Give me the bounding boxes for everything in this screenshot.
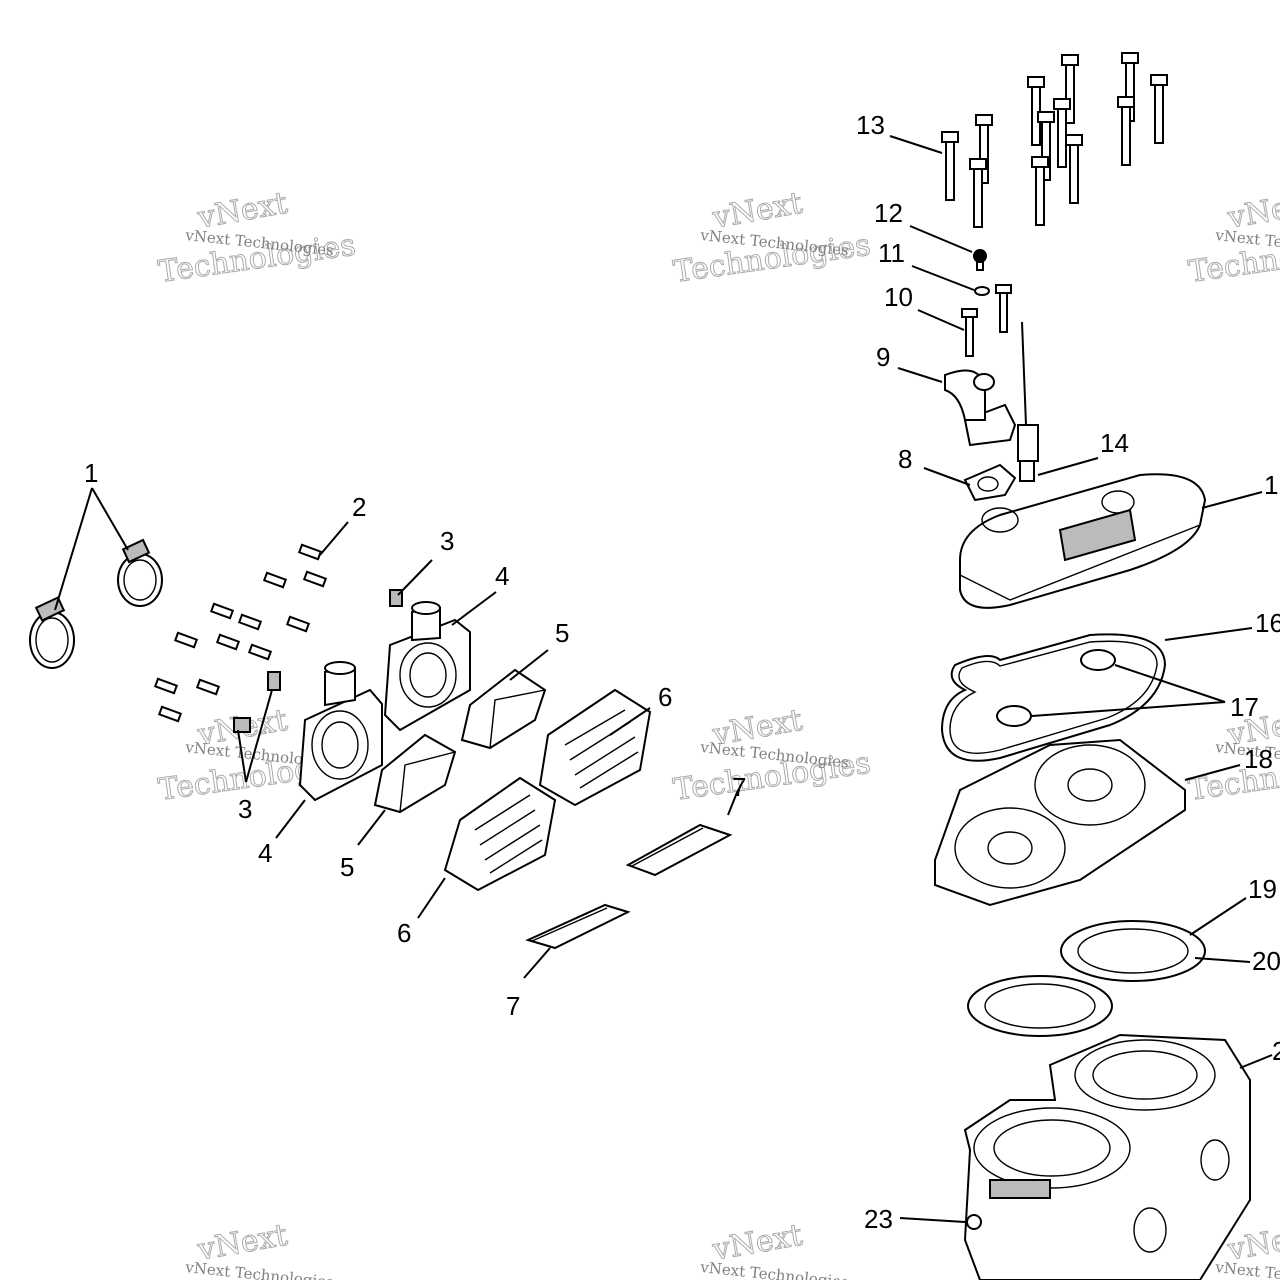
svg-text:vNext Technologies: vNext Technologies bbox=[699, 1258, 850, 1280]
hose-clamp-1 bbox=[29, 538, 163, 669]
watermark-bottom-center: vNext vNext Technologies bbox=[699, 1217, 850, 1280]
leader-lines bbox=[54, 135, 1273, 1223]
watermark-top-left: vNext vNext Technologies Technologies bbox=[156, 185, 358, 290]
callout-20: 20 bbox=[1252, 946, 1280, 976]
base-gasket-lower bbox=[967, 975, 1113, 1037]
callout-8: 8 bbox=[898, 444, 912, 474]
callout-13: 13 bbox=[856, 110, 885, 140]
callout-6-upper: 6 bbox=[658, 682, 672, 712]
callout-1: 1 bbox=[84, 458, 98, 488]
callout-5-upper: 5 bbox=[555, 618, 569, 648]
callout-12: 12 bbox=[874, 198, 903, 228]
callout-9: 9 bbox=[876, 342, 890, 372]
gasket-8 bbox=[963, 463, 1017, 502]
watermark-mid-center: vNext vNext Technologies Technologies bbox=[671, 702, 873, 808]
callout-15: 1 bbox=[1264, 470, 1278, 500]
callout-3-upper: 3 bbox=[440, 526, 454, 556]
callout-16: 16 bbox=[1255, 608, 1280, 638]
callout-2: 2 bbox=[352, 492, 366, 522]
reed-stuffer-5-lower bbox=[373, 733, 457, 814]
reed-valve-6-lower bbox=[443, 776, 557, 892]
reed-housing-4-upper bbox=[383, 601, 471, 732]
bolt-cluster-2 bbox=[153, 543, 328, 723]
washer-11 bbox=[974, 286, 990, 296]
callout-labels: 1 2 3 3 4 4 5 5 6 6 7 7 8 9 10 11 12 13 … bbox=[84, 110, 1280, 1234]
watermark-top-right: vNext vNext Technologies Technologies bbox=[1186, 185, 1280, 290]
reed-stuffer-5-upper bbox=[460, 668, 547, 750]
callout-17: 17 bbox=[1230, 692, 1259, 722]
bolt-10 bbox=[961, 284, 1012, 357]
reed-petal-7-lower bbox=[525, 903, 631, 950]
plug-23 bbox=[966, 1214, 982, 1230]
o-ring-17 bbox=[996, 649, 1116, 727]
callout-21: 2 bbox=[1272, 1036, 1280, 1066]
reed-petal-7-upper bbox=[625, 823, 733, 877]
clip-3 bbox=[233, 589, 403, 733]
watermark-bottom-left: vNext vNext Technologies bbox=[184, 1217, 335, 1280]
svg-text:vNext Technologies: vNext Technologies bbox=[1214, 1258, 1280, 1280]
cylinder-head-18 bbox=[934, 738, 1186, 907]
callout-4-lower: 4 bbox=[258, 838, 272, 868]
callout-3-lower: 3 bbox=[238, 794, 252, 824]
callout-5-lower: 5 bbox=[340, 852, 354, 882]
callout-11: 11 bbox=[878, 238, 905, 268]
callout-7-upper: 7 bbox=[732, 772, 746, 802]
callout-18: 18 bbox=[1244, 744, 1273, 774]
cylinder-head-cover-15 bbox=[959, 473, 1207, 609]
callout-19: 19 bbox=[1248, 874, 1277, 904]
sensor-14 bbox=[1017, 321, 1039, 482]
callout-10: 10 bbox=[884, 282, 913, 312]
head-bolts-13 bbox=[941, 52, 1168, 228]
elbow-9 bbox=[944, 369, 1017, 447]
callout-4-upper: 4 bbox=[495, 561, 509, 591]
base-gasket-19 bbox=[1060, 920, 1206, 982]
cylinder-21 bbox=[963, 1033, 1251, 1280]
callout-6-lower: 6 bbox=[397, 918, 411, 948]
head-gasket-16 bbox=[940, 633, 1167, 762]
watermark-top-center: vNext vNext Technologies Technologies bbox=[671, 185, 873, 290]
nut-12 bbox=[973, 249, 987, 271]
callout-7-lower: 7 bbox=[506, 991, 520, 1021]
reed-valve-6-upper bbox=[538, 688, 652, 807]
callout-23: 23 bbox=[864, 1204, 893, 1234]
callout-14: 14 bbox=[1100, 428, 1129, 458]
reed-housing-4-lower bbox=[298, 661, 383, 802]
svg-text:vNext Technologies: vNext Technologies bbox=[184, 1258, 335, 1280]
